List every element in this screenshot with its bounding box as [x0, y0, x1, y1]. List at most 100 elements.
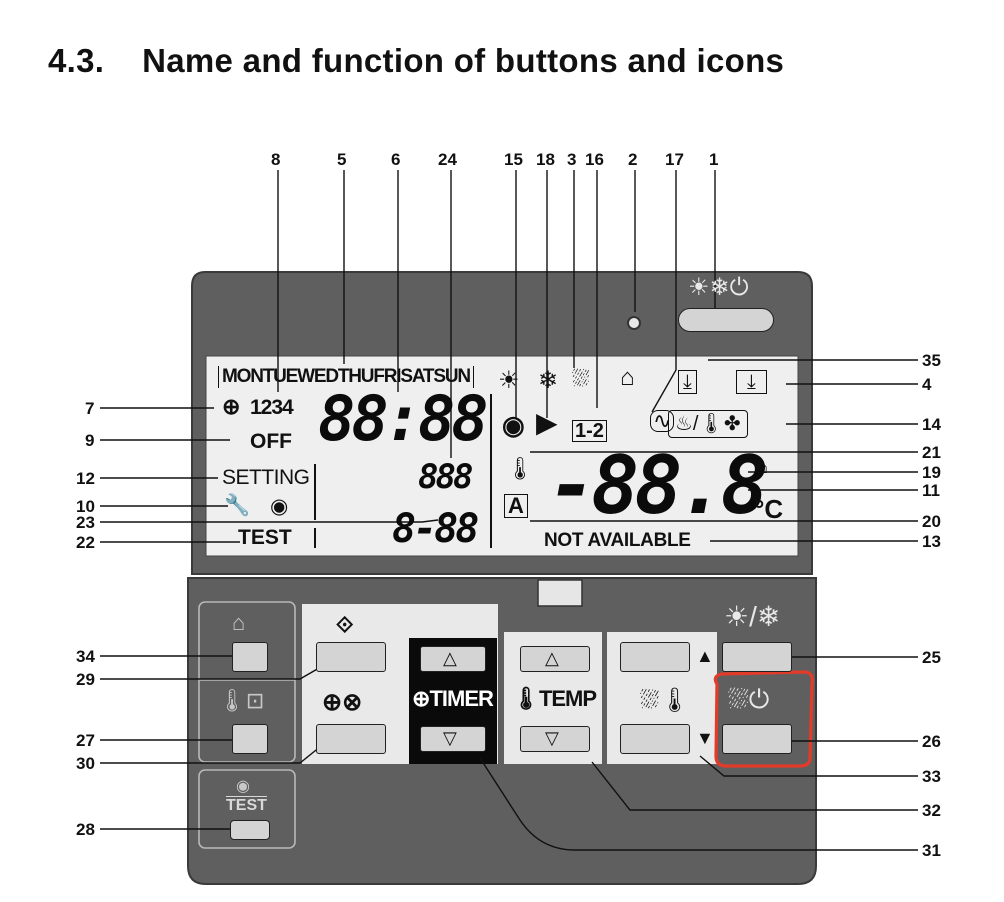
callout-16: 16	[585, 150, 604, 169]
eye-icon: ◉	[236, 778, 250, 795]
lcd-divider	[314, 464, 316, 520]
callout-33: 33	[922, 767, 941, 786]
callout-2: 2	[628, 150, 638, 169]
arrow-up-icon: ▲	[696, 646, 714, 666]
callout-12: 12	[76, 469, 95, 488]
thermometer-icon: 🌡	[506, 456, 534, 481]
sun-icon: ☀/❄	[724, 601, 781, 632]
heating-cooling-on-off-button[interactable]	[678, 308, 774, 332]
weekday-wed: WED	[297, 366, 339, 387]
eye-icon: ◉	[270, 495, 289, 518]
timer-enable-button[interactable]	[316, 724, 386, 754]
callout-10: 10	[76, 497, 95, 516]
heating-cooling-power-icon: ☀❄⏻	[688, 274, 749, 301]
programming-button[interactable]	[316, 642, 386, 672]
off-indicator: OFF	[250, 430, 292, 453]
water-heating-on-off-button[interactable]	[722, 724, 792, 754]
callout-11: 11	[922, 481, 940, 500]
clock-icon: ⊕	[222, 394, 241, 419]
callout-32: 32	[922, 801, 941, 820]
test-button-label: TEST	[226, 796, 267, 814]
callout-35: 35	[922, 351, 941, 370]
weekday-sat: SAT	[400, 366, 434, 387]
outdoor-temperature-icon: ⌂	[756, 456, 769, 478]
callout-17: 17	[665, 150, 684, 169]
bottom-digits-display: 8-88	[392, 506, 479, 552]
callout-23: 23	[76, 513, 95, 532]
arrow-down-icon: ▽	[545, 728, 559, 748]
callout-14: 14	[922, 415, 941, 434]
quiet-mode-button[interactable]	[232, 642, 268, 672]
lcd-divider	[314, 528, 316, 548]
callout-18: 18	[536, 150, 555, 169]
callout-21: 21	[922, 443, 941, 462]
callout-3: 3	[567, 150, 577, 169]
callout-9: 9	[85, 431, 95, 450]
arrow-down-icon: ▽	[443, 728, 457, 748]
water-temperature-up-button[interactable]	[620, 642, 690, 672]
weekday-fri: FRI	[373, 366, 401, 387]
enter-icon: ⟐	[336, 612, 354, 637]
temperature-display: -88.8	[548, 439, 769, 532]
callout-1: 1	[709, 150, 719, 169]
callout-30: 30	[76, 754, 95, 773]
not-available-indicator: NOT AVAILABLE	[544, 530, 691, 551]
shower-icon: ⛆🌡	[640, 687, 690, 714]
callout-24: 24	[438, 150, 457, 169]
temperature-up-button[interactable]: △	[520, 646, 590, 672]
fan-mode-icon: ⤓	[736, 370, 767, 394]
wrench-icon: 🔧	[224, 494, 251, 517]
callout-28: 28	[76, 820, 95, 839]
callout-29: 29	[76, 670, 95, 689]
test-button[interactable]	[230, 820, 270, 840]
water-temperature-down-button[interactable]	[620, 724, 690, 754]
timer-up-button[interactable]: △	[420, 646, 486, 672]
callout-19: 19	[922, 463, 941, 482]
arrow-up-icon: △	[545, 648, 559, 668]
weekday-mon: MON	[222, 366, 264, 387]
power-icon: ⛆⏻	[728, 684, 770, 714]
fan-icon: ♨/🌡✤	[668, 410, 748, 438]
cooling-heating-selector-button[interactable]	[722, 642, 792, 672]
callout-31: 31	[922, 841, 941, 860]
timer-program-numbers: 1234	[250, 396, 294, 419]
callout-26: 26	[922, 732, 941, 751]
timer-label-text: TIMER	[429, 686, 493, 711]
callout-34: 34	[76, 647, 95, 666]
weekday-sun: SUN	[433, 366, 471, 387]
compressor-icon: ◉	[502, 410, 525, 440]
temp-label-text: TEMP	[538, 686, 597, 711]
callout-20: 20	[922, 512, 941, 531]
sun-icon: ☀	[498, 367, 520, 394]
temperature-down-button[interactable]: ▽	[520, 726, 590, 752]
weather-dependent-button[interactable]	[232, 724, 268, 754]
weekday-row: MONTUEWEDTHUFRISATSUN	[218, 366, 474, 388]
timer-label: ⊕TIMER	[412, 686, 494, 712]
auto-icon: A	[504, 494, 528, 518]
callout-7: 7	[85, 399, 95, 418]
lcd-divider	[490, 394, 492, 548]
callout-22: 22	[76, 533, 95, 552]
test-indicator: TEST	[238, 526, 292, 549]
snowflake-icon: ❄	[538, 367, 559, 394]
operation-led	[627, 316, 641, 330]
callout-5: 5	[337, 150, 347, 169]
arrow-up-icon: △	[443, 648, 457, 668]
program-indicator: 1-2	[572, 420, 607, 442]
defrost-icon: ⤓	[678, 370, 697, 394]
section-title: 4.3. Name and function of buttons and ic…	[48, 42, 785, 79]
house-icon: ⌂	[620, 364, 635, 391]
thermometer-icon: 🌡	[512, 686, 540, 711]
arrow-down-icon: ▼	[696, 728, 714, 748]
clock-icon: ⊕	[412, 686, 430, 711]
temp-label: 🌡TEMP	[512, 686, 597, 712]
timer-down-button[interactable]: ▽	[420, 726, 486, 752]
callout-15: 15	[504, 150, 523, 169]
temperature-unit: °C	[754, 494, 784, 524]
house-icon: ⌂	[232, 610, 246, 635]
weekday-tue: TUE	[262, 366, 299, 387]
callout-8: 8	[271, 150, 281, 169]
callout-6: 6	[391, 150, 401, 169]
pump-icon: ▶	[536, 407, 558, 438]
